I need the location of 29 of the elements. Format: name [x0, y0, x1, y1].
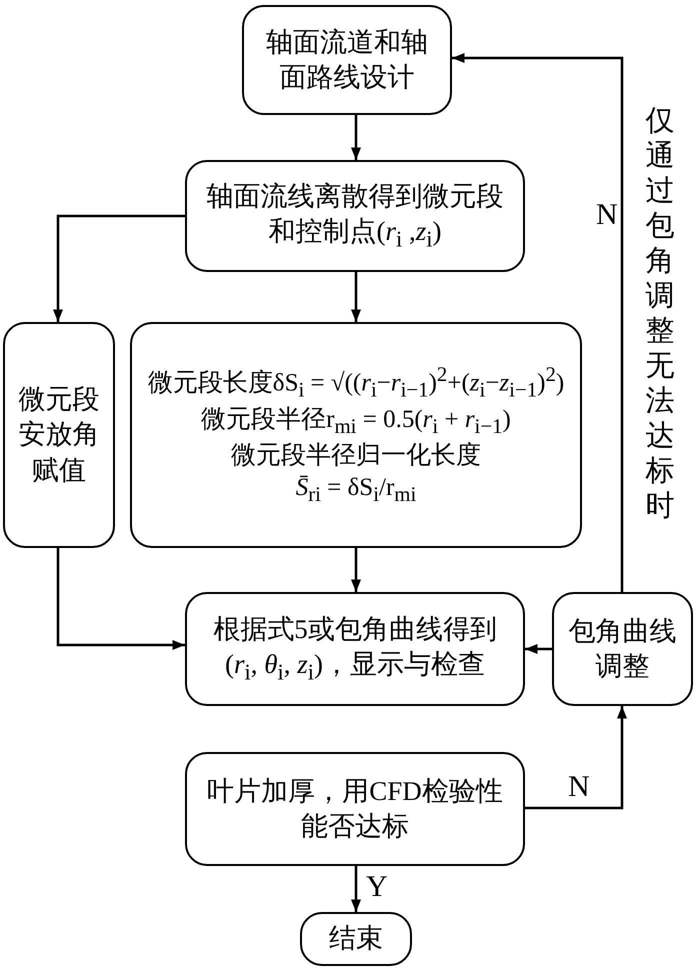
arrow [351, 866, 361, 912]
process-box [185, 160, 525, 272]
arrow [452, 53, 624, 592]
box-text: 轴面流道和轴面路线设计 [265, 26, 429, 94]
process-box [242, 5, 452, 115]
arrow [351, 548, 361, 592]
formula-text: 微元段半径归一化长度 [231, 440, 481, 471]
box-text: 包角曲线调整 [568, 614, 678, 683]
arrow [53, 214, 185, 322]
arrow [525, 706, 627, 810]
formula-text: 微元段半径r$_{mi}$ = 0.5(r$_{i}$ + r$_{i−1}$) [201, 404, 511, 440]
decision-box [185, 752, 525, 866]
box-text: 叶片加厚，用CFD检验性能否达标 [206, 774, 504, 843]
box-text: 根据式5或包角曲线得到(r$_{i}$, θ$_{i}$, z$_{i}$)，显示与检查 [212, 612, 498, 686]
process-box [185, 592, 525, 706]
process-box [552, 592, 693, 706]
arrow [56, 548, 185, 650]
arrow [351, 272, 361, 322]
arrow [525, 644, 552, 654]
note-text: 仅通过包角调整无法达标时 [645, 104, 675, 524]
formula-text: S̄$_{ri}$ = δS$_{i}$/r$_{mi}$ [296, 473, 416, 508]
arrow [351, 115, 361, 160]
process-box [3, 322, 115, 548]
box-text: 结束 [329, 922, 383, 956]
box-text: 微元段安放角赋值 [18, 383, 100, 487]
box-text: 轴面流线离散得到微元段和控制点(r$_{i}$ ,z$_{i}$) [206, 180, 504, 254]
formula-box [130, 322, 582, 548]
formula-text: 微元段长度δS$_{i}$ = √((r$_{i}$−r$_{i−1}$)$^{2}$+(z$_{i}$−z$_{i−1}$)$^{2}$) [148, 361, 564, 404]
end-box [300, 912, 412, 966]
